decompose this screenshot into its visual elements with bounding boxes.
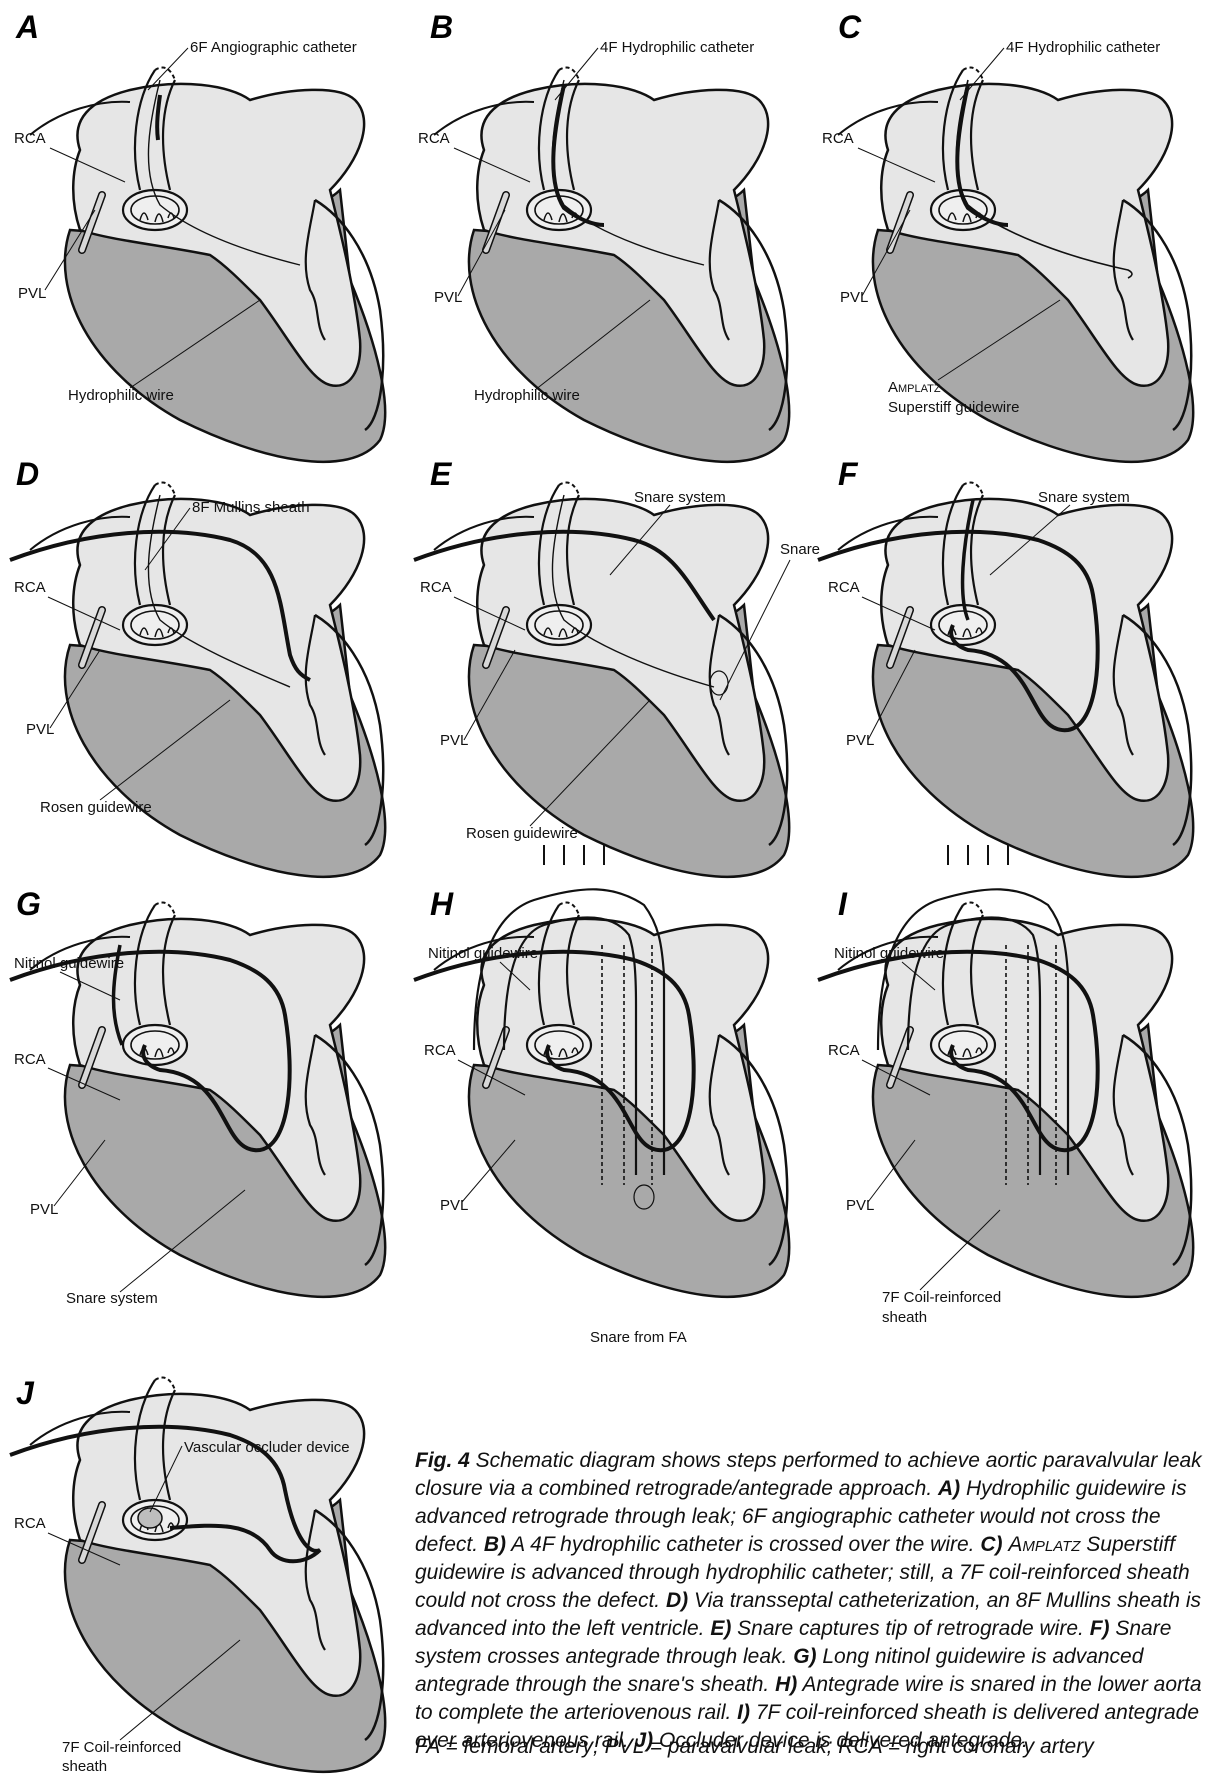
label-j-bottom2: sheath	[62, 1758, 107, 1775]
caption-abbreviations: FA = femoral artery; PVL = paravalvular …	[415, 1735, 1220, 1759]
label-c-bottom1: Amplatz	[888, 379, 941, 396]
label-e-pvl: PVL	[440, 732, 468, 749]
label-f-rca: RCA	[828, 579, 860, 596]
label-a-top: 6F Angiographic catheter	[190, 39, 357, 56]
label-a-rca: RCA	[14, 130, 46, 147]
caption-step-key: I)	[737, 1701, 750, 1724]
label-d-top: 8F Mullins sheath	[192, 499, 310, 516]
panel-h	[414, 845, 789, 1297]
label-j-top: Vascular occluder device	[184, 1439, 350, 1456]
caption-step-key: B)	[484, 1533, 506, 1556]
panel-letter-g: G	[16, 886, 41, 922]
label-d-rca: RCA	[14, 579, 46, 596]
label-e-bottom: Rosen guidewire	[466, 825, 578, 842]
label-h-bottom: Snare from FA	[590, 1329, 687, 1346]
label-h-top: Nitinol guidewire	[428, 945, 538, 962]
panel-letter-i: I	[838, 886, 848, 922]
panel-i	[818, 845, 1193, 1297]
label-b-pvl: PVL	[434, 289, 462, 306]
label-b-rca: RCA	[418, 130, 450, 147]
label-g-rca: RCA	[14, 1051, 46, 1068]
label-g-pvl: PVL	[30, 1201, 58, 1218]
label-e-extra: Snare	[780, 541, 820, 558]
caption-step-key: E)	[710, 1617, 731, 1640]
label-d-bottom: Rosen guidewire	[40, 799, 152, 816]
panel-j	[10, 1378, 385, 1772]
caption-fig-label: Fig. 4	[415, 1449, 470, 1472]
label-g-top: Nitinol guidewire	[14, 955, 124, 972]
panel-letter-c: C	[838, 9, 862, 45]
label-g-bottom: Snare system	[66, 1290, 158, 1307]
label-c-bottom2: Superstiff guidewire	[888, 399, 1019, 416]
label-i-bottom2: sheath	[882, 1309, 927, 1326]
label-j-rca: RCA	[14, 1515, 46, 1532]
panel-letter-h: H	[430, 886, 454, 922]
label-d-pvl: PVL	[26, 721, 54, 738]
label-b-bottom: Hydrophilic wire	[474, 387, 580, 404]
figure-caption: Fig. 4 Schematic diagram shows steps per…	[415, 1447, 1220, 1755]
label-i-top: Nitinol guidewire	[834, 945, 944, 962]
caption-step-key: D)	[666, 1589, 688, 1612]
label-i-bottom1: 7F Coil-reinforced	[882, 1289, 1001, 1306]
panel-letter-j: J	[16, 1375, 35, 1411]
label-h-rca: RCA	[424, 1042, 456, 1059]
label-a-bottom: Hydrophilic wire	[68, 387, 174, 404]
caption-step-key: H)	[775, 1673, 797, 1696]
label-e-rca: RCA	[420, 579, 452, 596]
caption-step-smallcaps: Amplatz	[1008, 1533, 1080, 1556]
panel-letter-a: A	[15, 9, 39, 45]
caption-step-key: G)	[793, 1645, 816, 1668]
panel-letter-b: B	[430, 9, 453, 45]
label-c-rca: RCA	[822, 130, 854, 147]
panel-d	[10, 483, 385, 877]
panel-letter-f: F	[838, 456, 859, 492]
caption-step-key: C)	[980, 1533, 1002, 1556]
label-e-top: Snare system	[634, 489, 726, 506]
panel-e	[414, 483, 789, 877]
label-f-pvl: PVL	[846, 732, 874, 749]
label-i-rca: RCA	[828, 1042, 860, 1059]
label-j-bottom1: 7F Coil-reinforced	[62, 1739, 181, 1756]
label-a-pvl: PVL	[18, 285, 46, 302]
caption-step-key: A)	[938, 1477, 960, 1500]
label-b-top: 4F Hydrophilic catheter	[600, 39, 754, 56]
caption-step-text: A 4F hydrophilic catheter is crossed ove…	[506, 1533, 980, 1556]
panel-f	[818, 483, 1193, 877]
panel-letter-d: D	[16, 456, 39, 492]
caption-step-text: Snare captures tip of retrograde wire.	[731, 1617, 1089, 1640]
caption-step-key: F)	[1090, 1617, 1110, 1640]
label-f-top: Snare system	[1038, 489, 1130, 506]
panel-letter-e: E	[430, 456, 453, 492]
label-c-top: 4F Hydrophilic catheter	[1006, 39, 1160, 56]
